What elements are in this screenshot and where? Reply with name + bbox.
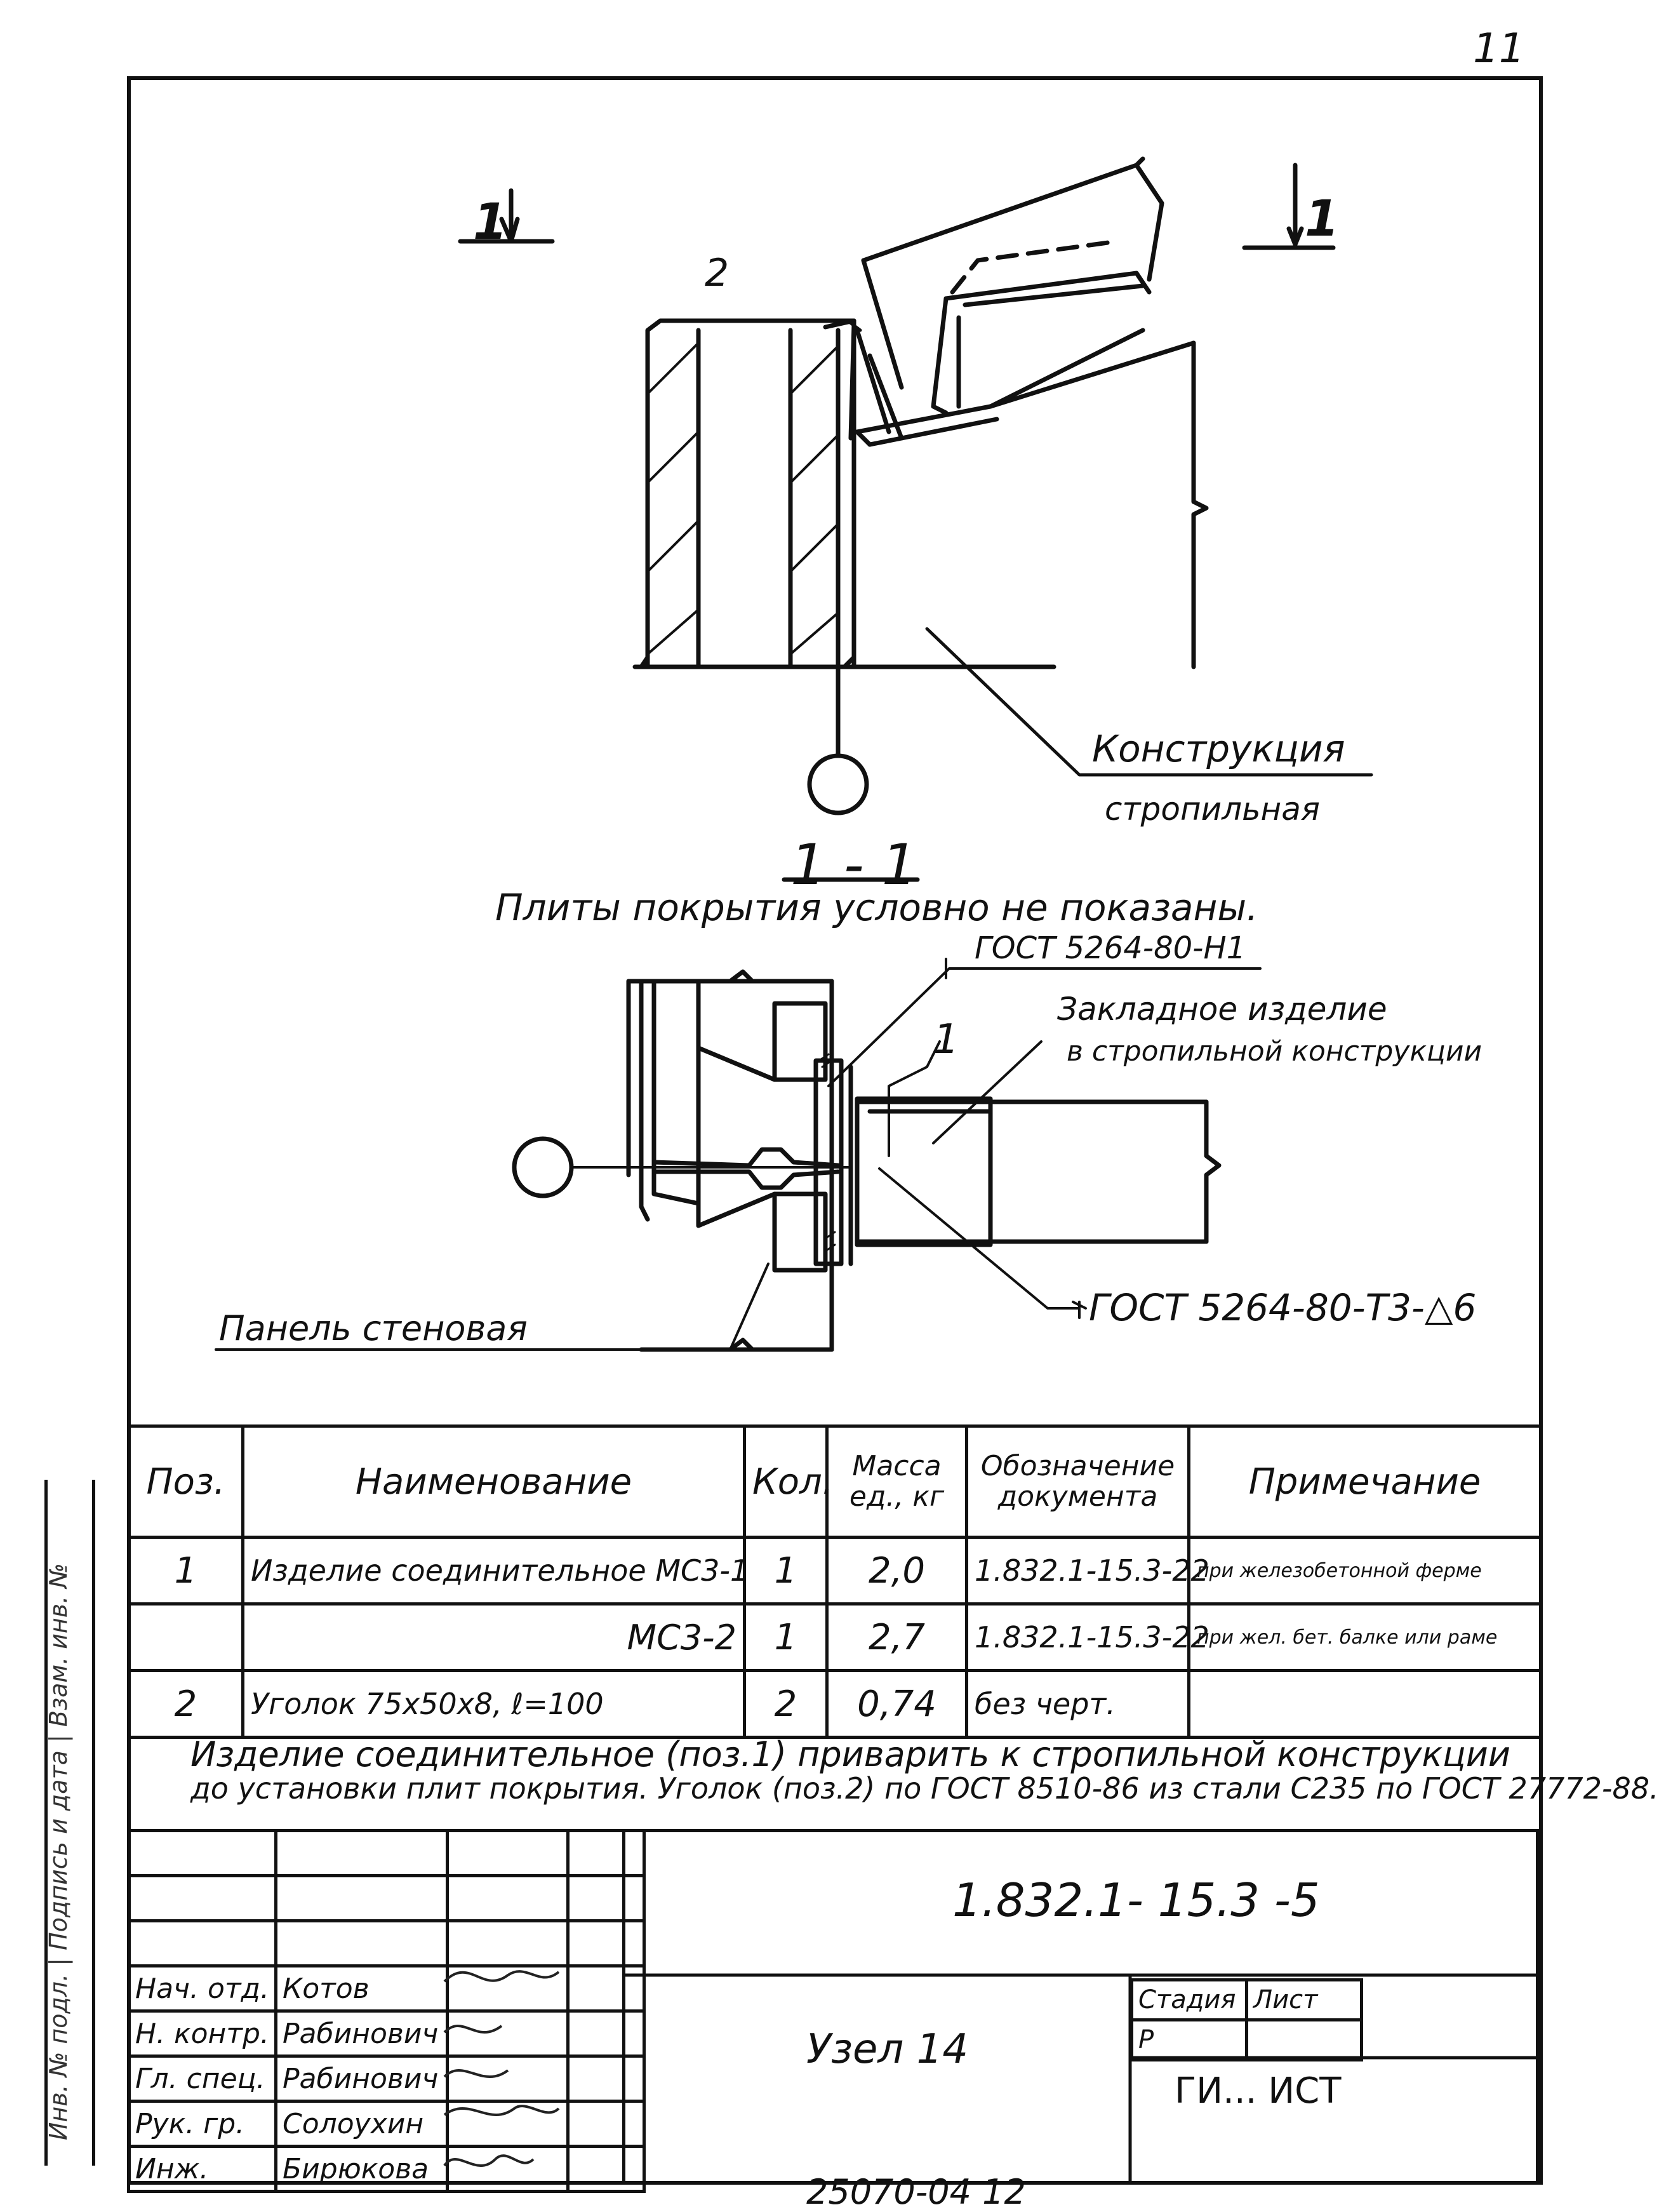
organization-name: ГИ... ИСТ	[1175, 2070, 1342, 2112]
row-position: 2	[127, 1669, 244, 1739]
row-quantity: 2	[743, 1669, 829, 1739]
embedded-part-label-line1: Закладное изделие	[1057, 991, 1387, 1028]
construction-label-line2: стропильная	[1105, 791, 1320, 828]
signature-row: Рук. гр.Солоухин	[127, 2100, 646, 2148]
header-mass: Масса ед., кг	[825, 1424, 968, 1539]
sheet-number: 11	[1473, 25, 1525, 72]
signatory-role: Инж.	[127, 2145, 277, 2193]
signatory-role: Н. контр.	[127, 2009, 277, 2058]
signatory-role: Нач. отд.	[127, 1964, 277, 2013]
row-note: при жел. бет. балке или раме	[1187, 1602, 1542, 1672]
table-row: 1 Изделие соединительное МС3-1 1 2,0 1.8…	[127, 1536, 1542, 1605]
header-name: Наименование	[241, 1424, 746, 1539]
assembly-note: Изделие соединительное (поз.1) приварить…	[190, 1734, 1659, 1806]
row-document: 1.832.1-15.3-22	[965, 1602, 1209, 1672]
signatory-name: Котов	[274, 1964, 449, 2013]
row-note: при железобетонной ферме	[1187, 1536, 1542, 1605]
row-mass: 2,0	[825, 1536, 968, 1605]
weld-symbol-top: ГОСТ 5264-80-Н1	[975, 930, 1246, 966]
header-position: Поз.	[127, 1424, 244, 1539]
side-approval-strip	[44, 1480, 95, 2166]
signatory-name: Солоухин	[274, 2100, 449, 2148]
signature-row: Гл. спец.Рабинович	[127, 2054, 646, 2103]
weld-symbol-bottom: ГОСТ 5264-80-Т3-△6	[1089, 1286, 1477, 1329]
row-position: 1	[127, 1536, 244, 1605]
signatures-table: Нач. отд.Котов Н. контр.Рабинович Гл. сп…	[127, 1829, 646, 2193]
side-strip-text: Инв. № подл. | Подпись и дата | Взам. ин…	[44, 1563, 72, 2140]
node-drawing	[215, 156, 1373, 1352]
specification-table: Поз. Наименование Кол. Масса ед., кг Обо…	[127, 1424, 1542, 1739]
position-label-2: 2	[705, 251, 730, 295]
row-mass: 2,7	[825, 1602, 968, 1672]
header-quantity: Кол.	[743, 1424, 834, 1539]
position-label-1: 1	[933, 1016, 959, 1063]
inventory-number: 25070-04 12	[806, 2172, 1026, 2212]
row-document: 1.832.1-15.3-22	[965, 1536, 1209, 1605]
row-name: Изделие соединительное МС3-1	[241, 1536, 749, 1605]
wall-panel-label: Панель стеновая	[219, 1308, 528, 1348]
signatory-role: Гл. спец.	[127, 2054, 277, 2103]
row-name: Уголок 75х50х8, ℓ=100	[241, 1669, 746, 1739]
spec-header-row: Поз. Наименование Кол. Масса ед., кг Обо…	[127, 1424, 1542, 1539]
section-note: Плиты покрытия условно не показаны.	[495, 886, 1258, 929]
row-name: МС3-2	[241, 1602, 746, 1672]
construction-label-line1: Конструкция	[1092, 727, 1345, 770]
signature-row: Н. контр.Рабинович	[127, 2009, 646, 2058]
document-designation: 1.832.1- 15.3 -5	[952, 1873, 1320, 1927]
embedded-part-label-line2: в стропильной конструкции	[1067, 1035, 1482, 1068]
signatory-name: Бирюкова	[274, 2145, 449, 2193]
row-document: без черт.	[965, 1669, 1190, 1739]
stage-header: Стадия	[1130, 1978, 1248, 2021]
stage-value: Р	[1130, 2018, 1248, 2061]
signatory-role: Рук. гр.	[127, 2100, 277, 2148]
assembly-note-line1: Изделие соединительное (поз.1) приварить…	[190, 1734, 1510, 1774]
assembly-note-line2: до установки плит покрытия. Уголок (поз.…	[190, 1771, 1659, 1806]
section-mark-left: 1	[473, 194, 508, 251]
sheet-header: Лист	[1245, 1978, 1363, 2021]
signatory-name: Рабинович	[274, 2009, 449, 2058]
signatory-name: Рабинович	[274, 2054, 449, 2103]
row-mass: 0,74	[825, 1669, 968, 1739]
stage-sheet-table: Стадия Лист Р	[1130, 1978, 1363, 2061]
signature-row: Инж.Бирюкова	[127, 2145, 646, 2193]
row-quantity: 1	[743, 1602, 829, 1672]
section-mark-right: 1	[1305, 191, 1340, 248]
signature-scribbles	[443, 1970, 560, 2167]
drawing-title: Узел 14	[806, 2026, 969, 2073]
table-row: МС3-2 1 2,7 1.832.1-15.3-22 при жел. бет…	[127, 1602, 1542, 1672]
section-title: 1 - 1	[790, 832, 917, 897]
row-quantity: 1	[743, 1536, 829, 1605]
header-document: Обозначение документа	[965, 1424, 1190, 1539]
row-position	[127, 1602, 244, 1672]
table-row: 2 Уголок 75х50х8, ℓ=100 2 0,74 без черт.	[127, 1669, 1542, 1739]
header-note: Примечание	[1187, 1424, 1542, 1539]
title-block-lines	[443, 1970, 1539, 2185]
row-note	[1187, 1669, 1542, 1739]
